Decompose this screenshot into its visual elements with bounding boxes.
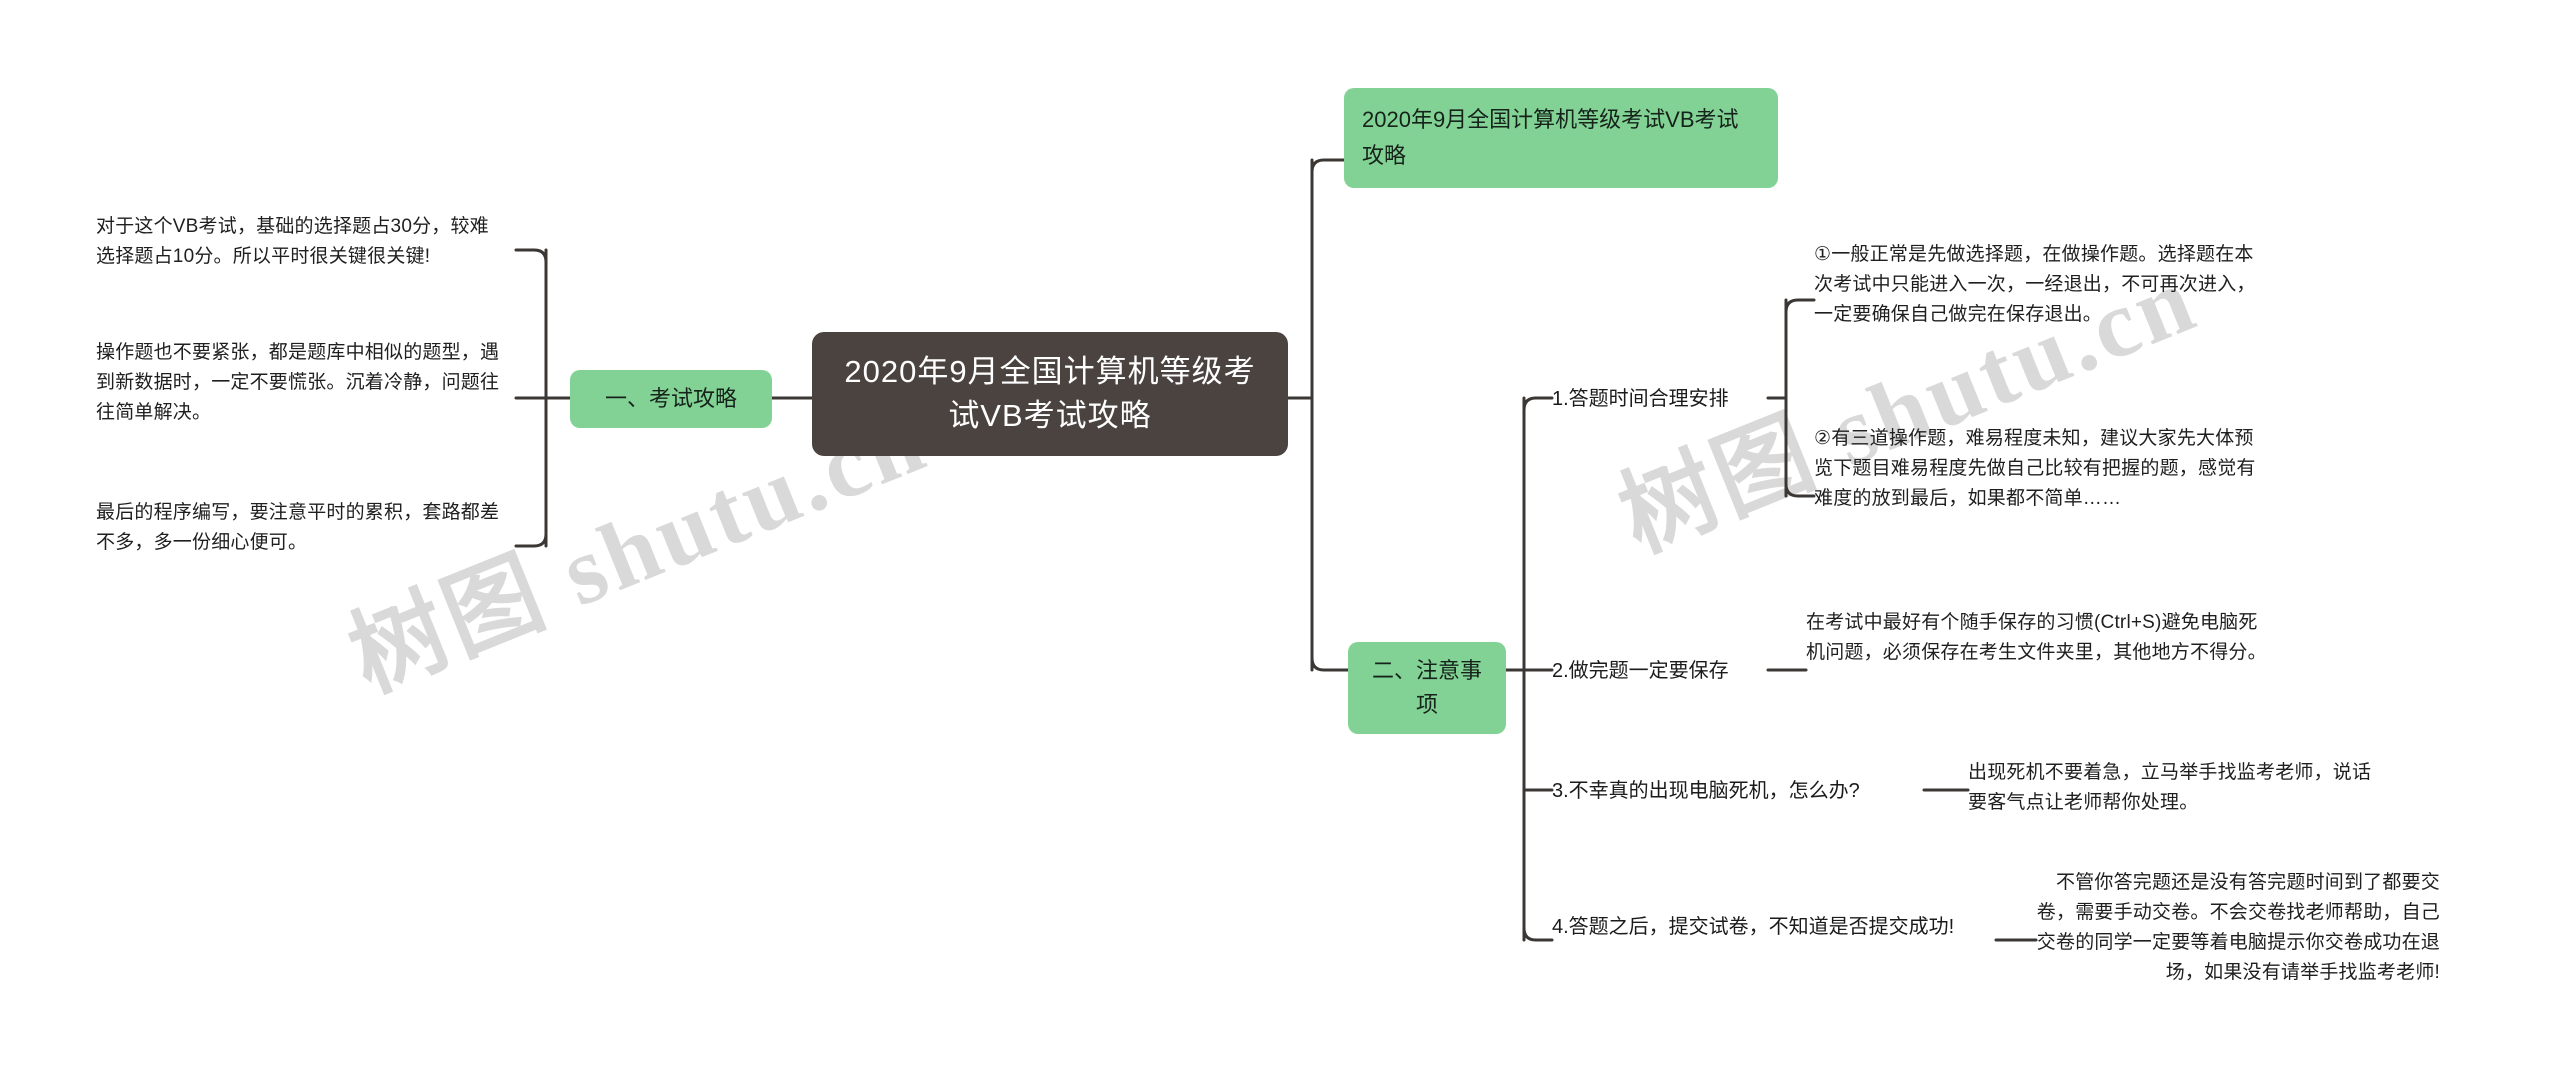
title-card-label: 2020年9月全国计算机等级考试VB考试攻略: [1362, 107, 1739, 168]
leaf-node-1-2-text: 操作题也不要紧张，都是题库中相似的题型，遇到新数据时，一定不要慌张。沉着冷静，问…: [96, 342, 500, 423]
leaf-node-1-1[interactable]: 对于这个VB考试，基础的选择题占30分，较难选择题占10分。所以平时很关键很关键…: [96, 212, 504, 272]
topic-node-2-2[interactable]: 2.做完题一定要保存: [1552, 656, 1729, 686]
branch-node-2[interactable]: 二、注意事项: [1348, 642, 1506, 734]
detail-node-2-3-a[interactable]: 出现死机不要着急，立马举手找监考老师，说话要客气点让老师帮你处理。: [1968, 758, 2388, 818]
root-node[interactable]: 2020年9月全国计算机等级考试VB考试攻略: [812, 332, 1288, 456]
topic-node-2-4-label: 4.答题之后，提交试卷，不知道是否提交成功!: [1552, 916, 1955, 938]
leaf-node-1-2[interactable]: 操作题也不要紧张，都是题库中相似的题型，遇到新数据时，一定不要慌张。沉着冷静，问…: [96, 338, 504, 428]
leaf-node-1-3[interactable]: 最后的程序编写，要注意平时的累积，套路都差不多，多一份细心便可。: [96, 498, 504, 558]
detail-node-2-1-a-text: ①一般正常是先做选择题，在做操作题。选择题在本次考试中只能进入一次，一经退出，不…: [1814, 244, 2256, 325]
detail-node-2-4-a-text: 不管你答完题还是没有答完题时间到了都要交卷，需要手动交卷。不会交卷找老师帮助，自…: [2036, 872, 2440, 983]
branch-node-2-label: 二、注意事项: [1371, 658, 1482, 717]
topic-node-2-3-label: 3.不幸真的出现电脑死机，怎么办?: [1552, 780, 1860, 802]
topic-node-2-4[interactable]: 4.答题之后，提交试卷，不知道是否提交成功!: [1552, 912, 2002, 942]
detail-node-2-1-b[interactable]: ②有三道操作题，难易程度未知，建议大家先大体预览下题目难易程度先做自己比较有把握…: [1814, 424, 2270, 514]
branch-node-1-label: 一、考试攻略: [604, 386, 737, 411]
topic-node-2-1[interactable]: 1.答题时间合理安排: [1552, 384, 1729, 414]
detail-node-2-3-a-text: 出现死机不要着急，立马举手找监考老师，说话要客气点让老师帮你处理。: [1968, 762, 2372, 813]
root-node-label: 2020年9月全国计算机等级考试VB考试攻略: [844, 354, 1256, 433]
topic-node-2-1-label: 1.答题时间合理安排: [1552, 388, 1729, 410]
detail-node-2-1-b-text: ②有三道操作题，难易程度未知，建议大家先大体预览下题目难易程度先做自己比较有把握…: [1814, 428, 2256, 509]
detail-node-2-4-a[interactable]: 不管你答完题还是没有答完题时间到了都要交卷，需要手动交卷。不会交卷找老师帮助，自…: [2036, 868, 2440, 988]
detail-node-2-2-a[interactable]: 在考试中最好有个随手保存的习惯(Ctrl+S)避免电脑死机问题，必须保存在考生文…: [1806, 608, 2268, 668]
topic-node-2-3[interactable]: 3.不幸真的出现电脑死机，怎么办?: [1552, 776, 1860, 806]
leaf-node-1-3-text: 最后的程序编写，要注意平时的累积，套路都差不多，多一份细心便可。: [96, 502, 500, 553]
topic-node-2-2-label: 2.做完题一定要保存: [1552, 660, 1729, 682]
title-card-node[interactable]: 2020年9月全国计算机等级考试VB考试攻略: [1344, 88, 1778, 188]
branch-node-1[interactable]: 一、考试攻略: [570, 370, 772, 428]
leaf-node-1-1-text: 对于这个VB考试，基础的选择题占30分，较难选择题占10分。所以平时很关键很关键…: [96, 216, 489, 267]
detail-node-2-1-a[interactable]: ①一般正常是先做选择题，在做操作题。选择题在本次考试中只能进入一次，一经退出，不…: [1814, 240, 2270, 330]
detail-node-2-2-a-text: 在考试中最好有个随手保存的习惯(Ctrl+S)避免电脑死机问题，必须保存在考生文…: [1806, 612, 2267, 663]
